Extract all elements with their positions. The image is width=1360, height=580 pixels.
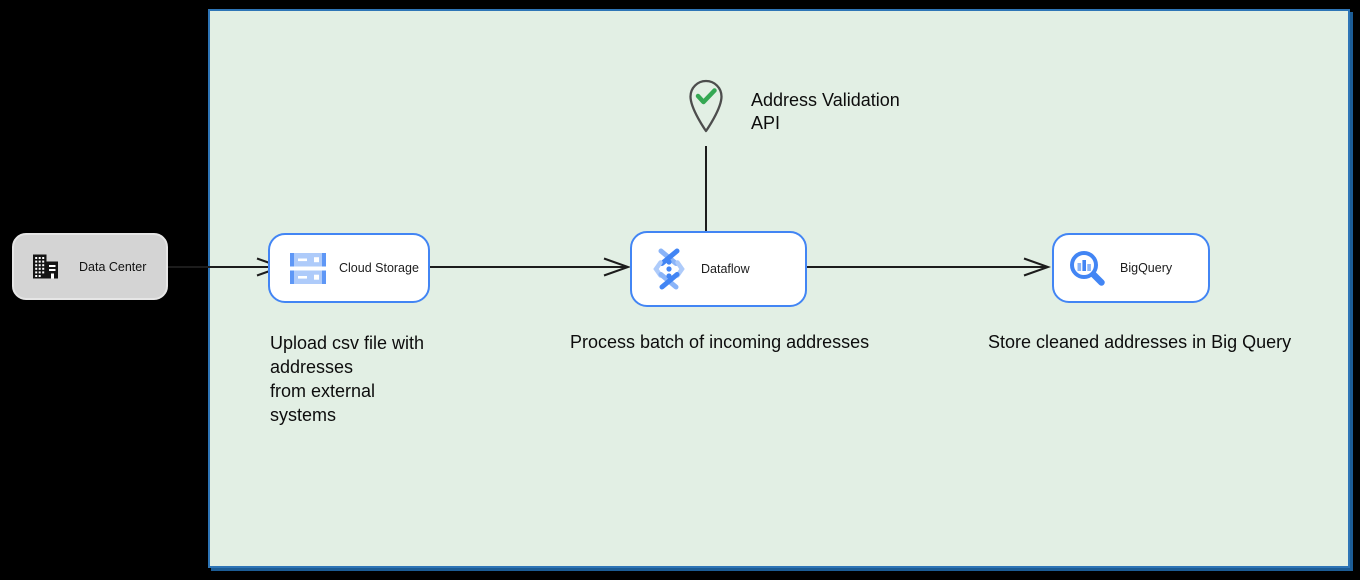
node-cloud-storage: Cloud Storage <box>268 233 430 303</box>
caption-upload-csv: Upload csv file with addresses from exte… <box>270 333 425 425</box>
data-center-label: Data Center <box>79 259 147 274</box>
node-bigquery: BigQuery <box>1052 233 1210 303</box>
caption-store-cleaned: Store cleaned addresses in Big Query <box>988 332 1292 352</box>
bigquery-icon <box>1068 249 1106 287</box>
node-data-center: Data Center <box>12 233 168 300</box>
dataflow-icon <box>651 248 687 290</box>
location-pin-check-icon <box>686 79 726 133</box>
address-validation-api-label: Address Validation API <box>751 90 900 133</box>
cloud-storage-label: Cloud Storage <box>339 261 419 275</box>
node-dataflow: Dataflow <box>630 231 807 307</box>
cloud-storage-icon <box>290 252 326 284</box>
dataflow-label: Dataflow <box>701 262 750 276</box>
bigquery-label: BigQuery <box>1120 261 1173 275</box>
building-icon <box>32 254 59 279</box>
caption-process-batch: Process batch of incoming addresses <box>570 332 870 352</box>
